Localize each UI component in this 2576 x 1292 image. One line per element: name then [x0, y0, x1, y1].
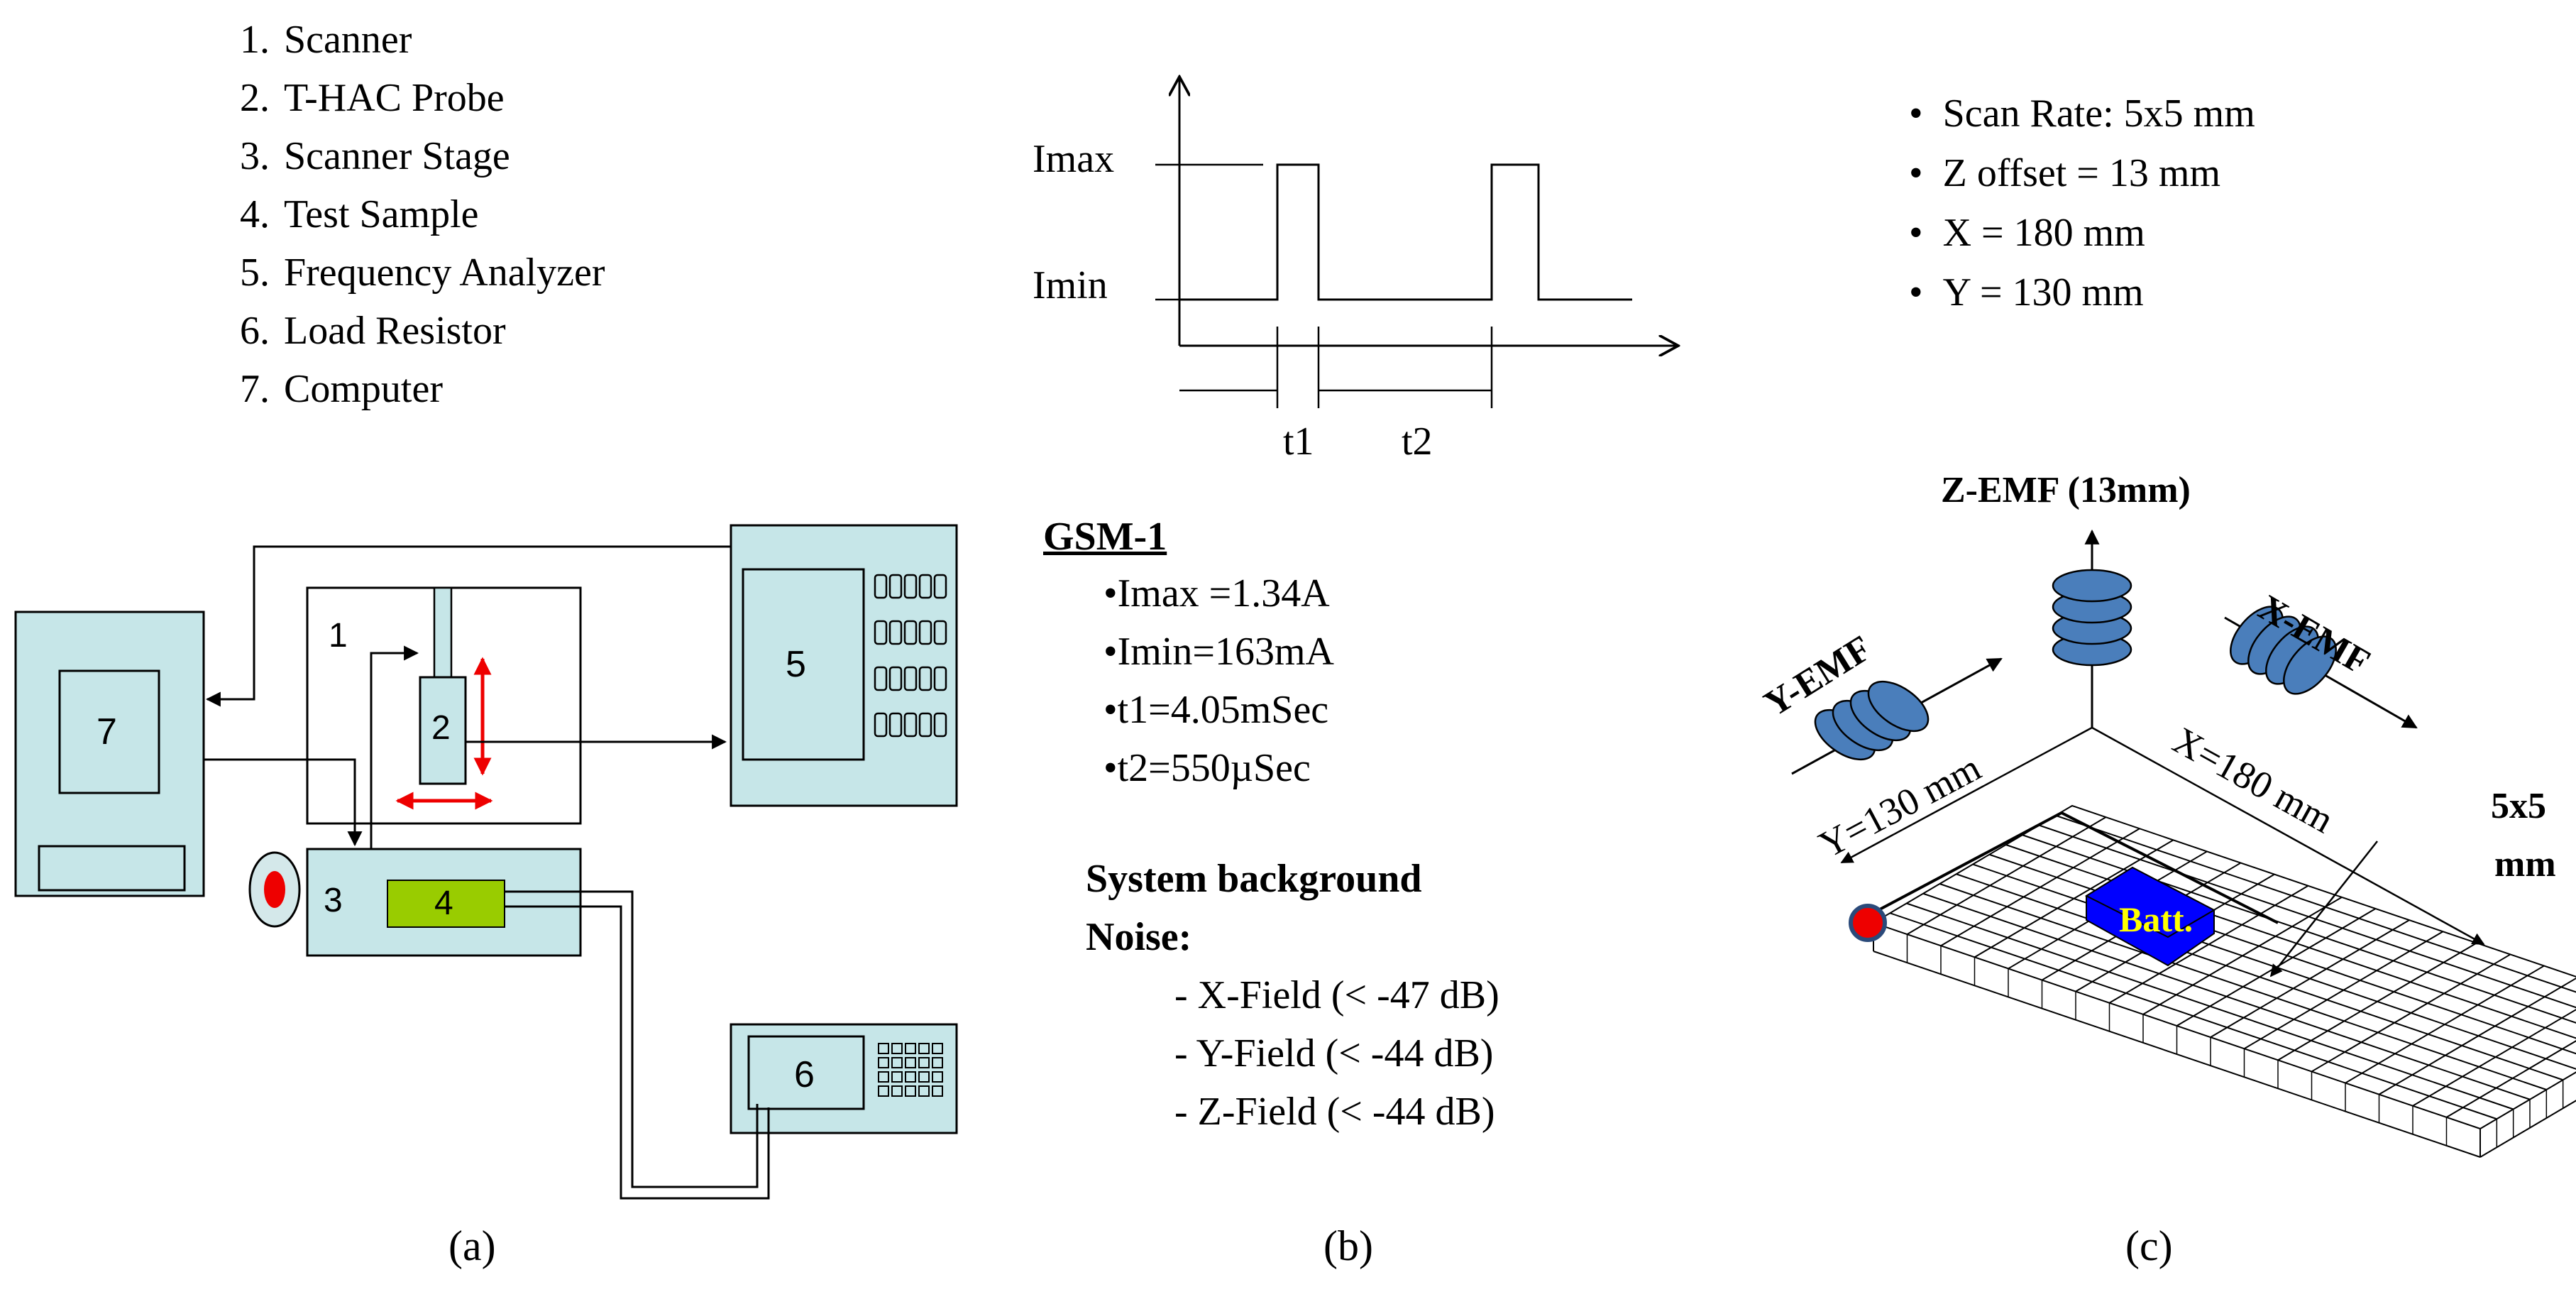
origin-marker — [1849, 904, 1887, 942]
scanner-label: 1 — [329, 617, 348, 655]
spec-item: • Y = 130 mm — [1909, 270, 2144, 314]
gsm-param: •Imin=163mA — [1103, 630, 1334, 674]
stage-knob — [248, 851, 301, 928]
gsm-param: •t2=550µSec — [1103, 746, 1311, 790]
grid-line — [1890, 912, 2497, 1120]
grid-size-unit: mm — [2494, 844, 2556, 885]
sample-label: 4 — [434, 885, 453, 922]
probe — [419, 586, 467, 785]
waveform-ticks — [1155, 163, 1263, 301]
spec-item: • Z offset = 13 mm — [1909, 151, 2221, 195]
grid-line — [2039, 824, 2576, 1009]
resistor-label: 6 — [794, 1054, 815, 1095]
spec-item: • Scan Rate: 5x5 mm — [1909, 92, 2255, 136]
noise-title: System background — [1086, 857, 1422, 901]
scan-grid — [1871, 804, 2576, 1158]
spec-item: • X = 180 mm — [1909, 211, 2145, 255]
pulse-waveform — [1179, 163, 1632, 301]
battery-label: Batt. — [2119, 899, 2194, 939]
grid-line — [1989, 853, 2576, 1055]
caption-a: (a) — [448, 1222, 496, 1269]
computer-unit — [14, 611, 205, 897]
frequency-analyzer — [730, 524, 958, 807]
probe-label: 2 — [431, 709, 451, 747]
y-coil — [1814, 680, 1930, 761]
imin-label: Imin — [1033, 263, 1108, 307]
scanner-stage — [306, 848, 582, 957]
analyzer-label: 5 — [786, 644, 806, 685]
caption-c: (c) — [2125, 1222, 2173, 1269]
noise-item: - X-Field (< -47 dB) — [1174, 973, 1499, 1017]
grid-line — [2005, 844, 2576, 1039]
z-coil — [2052, 569, 2132, 667]
grid-line — [1939, 883, 2547, 1090]
noise-item: - Z-Field (< -44 dB) — [1174, 1090, 1495, 1134]
timing-markers — [1179, 327, 1493, 408]
grid-size-label: 5x5 — [2491, 786, 2546, 826]
connection-lines — [204, 545, 770, 1200]
gsm-param: •Imax =1.34A — [1103, 571, 1330, 615]
z-emf-label: Z-EMF (13mm) — [1941, 470, 2191, 510]
t2-label: t2 — [1402, 420, 1433, 464]
x-coil — [2230, 606, 2337, 695]
grid-line — [2022, 834, 2576, 1024]
waveform-axes — [1179, 77, 1678, 346]
dimension-lines — [1840, 726, 2485, 946]
grid-line — [1922, 892, 2531, 1100]
stage-label: 3 — [324, 882, 343, 919]
computer-label: 7 — [97, 711, 117, 752]
gsm-param: •t1=4.05mSec — [1103, 688, 1329, 732]
scan-path — [1867, 811, 2279, 924]
grid-line — [1906, 902, 2514, 1110]
grid-line — [1956, 873, 2563, 1081]
grid-line — [2055, 814, 2576, 993]
battery — [2084, 866, 2216, 967]
t1-label: t1 — [1283, 420, 1314, 464]
caption-b: (b) — [1323, 1222, 1373, 1269]
gsm-title: GSM-1 — [1043, 515, 1167, 559]
imax-label: Imax — [1033, 137, 1115, 181]
grid-line — [2445, 1040, 2576, 1118]
noise-title-2: Noise: — [1086, 915, 1192, 959]
load-resistor — [730, 1023, 958, 1134]
grid-label-pointer — [2269, 841, 2378, 978]
noise-item: - Y-Field (< -44 dB) — [1174, 1031, 1494, 1075]
